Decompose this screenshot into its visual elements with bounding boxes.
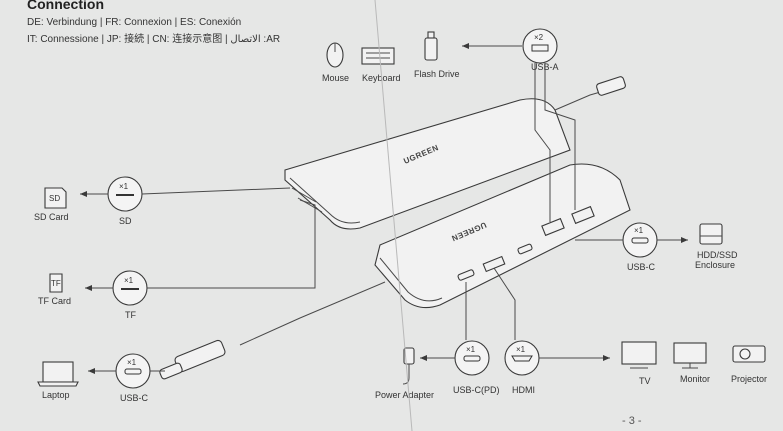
hdmi-port-label: HDMI xyxy=(512,385,535,395)
sd-card-icon: SD xyxy=(44,187,67,209)
language-line-1: DE: Verbindung | FR: Connexion | ES: Con… xyxy=(27,17,242,28)
monitor-icon xyxy=(673,342,707,369)
tf-card-icon: TF xyxy=(49,273,63,293)
hdd-enclosure-icon xyxy=(699,223,723,245)
hdd-label-line-2: Enclosure xyxy=(695,260,735,270)
page-title: Connection xyxy=(27,0,104,12)
hub-usba-ports xyxy=(541,205,595,237)
hdmi-count: ×1 xyxy=(516,345,526,354)
hub-top-body xyxy=(284,98,571,230)
keyboard-icon xyxy=(361,47,395,65)
usbc-pd-count: ×1 xyxy=(466,345,476,354)
hub-front-ports xyxy=(457,243,533,281)
usbc-upstream-count: ×1 xyxy=(127,358,137,367)
projector-label: Projector xyxy=(731,374,767,384)
power-adapter-icon xyxy=(402,347,415,385)
tf-card-label: TF Card xyxy=(38,296,71,306)
hdd-label-line-1: HDD/SSD xyxy=(697,250,738,260)
sd-port-label: SD xyxy=(119,216,132,226)
flash-drive-label: Flash Drive xyxy=(414,69,460,79)
usbc-upstream-label: USB-C xyxy=(120,393,149,403)
svg-text:SD: SD xyxy=(49,194,60,203)
projector-icon xyxy=(732,345,766,363)
svg-text:TF: TF xyxy=(51,279,61,288)
port-circle-usba xyxy=(522,28,558,64)
flash-drive-icon xyxy=(424,31,438,61)
power-adapter-label: Power Adapter xyxy=(375,390,434,400)
hub-bottom-body xyxy=(374,163,631,309)
usba-count: ×2 xyxy=(534,33,544,42)
page-fold xyxy=(374,0,413,431)
laptop-label: Laptop xyxy=(42,390,70,400)
tf-count: ×1 xyxy=(124,276,134,285)
laptop-icon xyxy=(37,361,79,387)
usbc-pd-label: USB-C(PD) xyxy=(453,385,500,395)
sd-card-label: SD Card xyxy=(34,212,69,222)
hub-top-cable xyxy=(554,76,626,111)
tf-port-label: TF xyxy=(125,310,136,320)
monitor-label: Monitor xyxy=(680,374,710,384)
mouse-label: Mouse xyxy=(322,73,349,83)
usbc-data-count: ×1 xyxy=(634,226,644,235)
page-number: - 3 - xyxy=(622,415,642,427)
language-line-2: IT: Connessione | JP: 接続 | CN: 连接示意图 | ا… xyxy=(27,34,281,45)
hub-bottom-cable xyxy=(159,281,386,380)
tv-icon xyxy=(621,341,657,369)
tv-label: TV xyxy=(639,376,651,386)
usbc-data-label: USB-C xyxy=(627,262,656,272)
sd-count: ×1 xyxy=(119,182,129,191)
mouse-icon xyxy=(326,42,344,68)
